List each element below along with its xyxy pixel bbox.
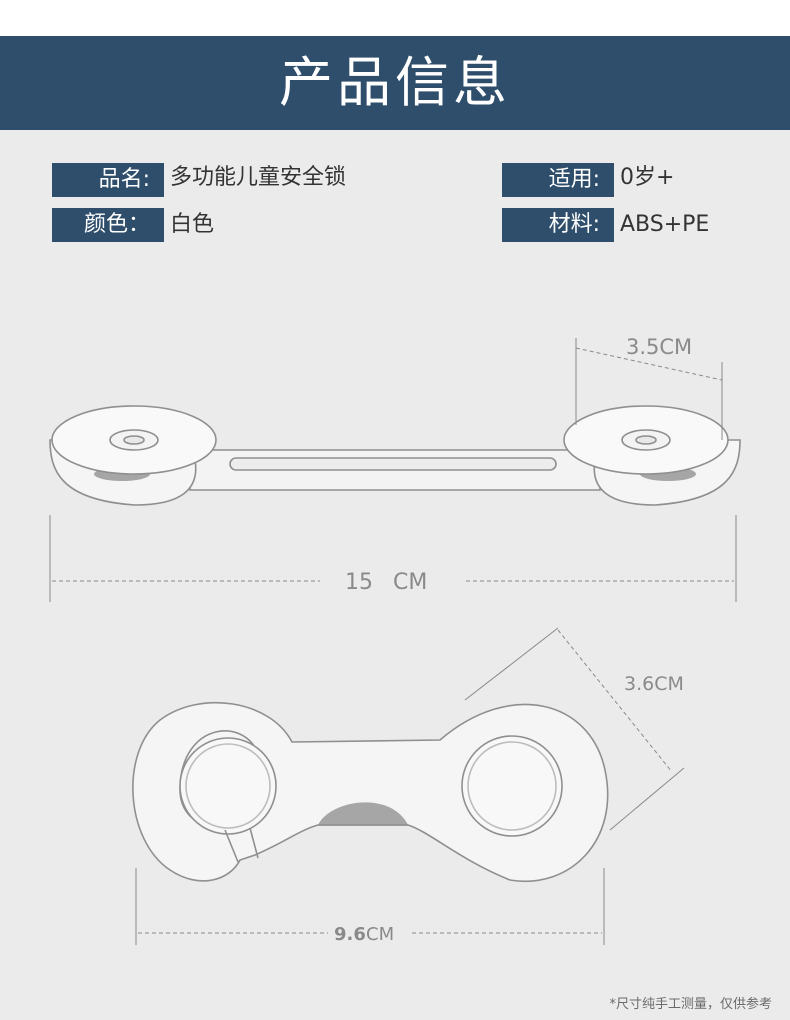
ring-diameter-dimension: [464, 627, 685, 831]
spec-value-name: 多功能儿童安全锁: [170, 165, 347, 190]
side-width-value: 15: [345, 570, 373, 595]
spec-label-color: 颜色：: [52, 208, 164, 242]
disc-diameter-dimension: [575, 338, 723, 440]
top-strip: [0, 0, 790, 36]
spec-label-material: 材料:: [502, 208, 614, 242]
side-width-unit: CM: [393, 570, 427, 595]
page-title: 产品信息: [279, 51, 511, 114]
measurement-footnote: *尺寸纯手工测量，仅供参考: [609, 997, 772, 1012]
side-view-lock: [49, 405, 741, 506]
top-width-value: 9.6: [334, 924, 366, 945]
top-width-dimension: [135, 868, 605, 945]
top-view-lock: [132, 701, 609, 883]
spec-label-name: 品名:: [52, 163, 164, 197]
side-width-dimension: [49, 515, 737, 602]
ring-diameter-label: 3.6CM: [624, 673, 684, 695]
disc-diameter-label: 3.5CM: [626, 335, 692, 359]
spec-value-material: ABS+PE: [620, 212, 710, 237]
spec-label-age: 适用:: [502, 163, 614, 197]
spec-value-color: 白色: [170, 212, 215, 237]
spec-value-age: 0岁+: [620, 165, 675, 190]
top-width-unit: CM: [366, 924, 394, 945]
header-bar: [0, 36, 790, 130]
